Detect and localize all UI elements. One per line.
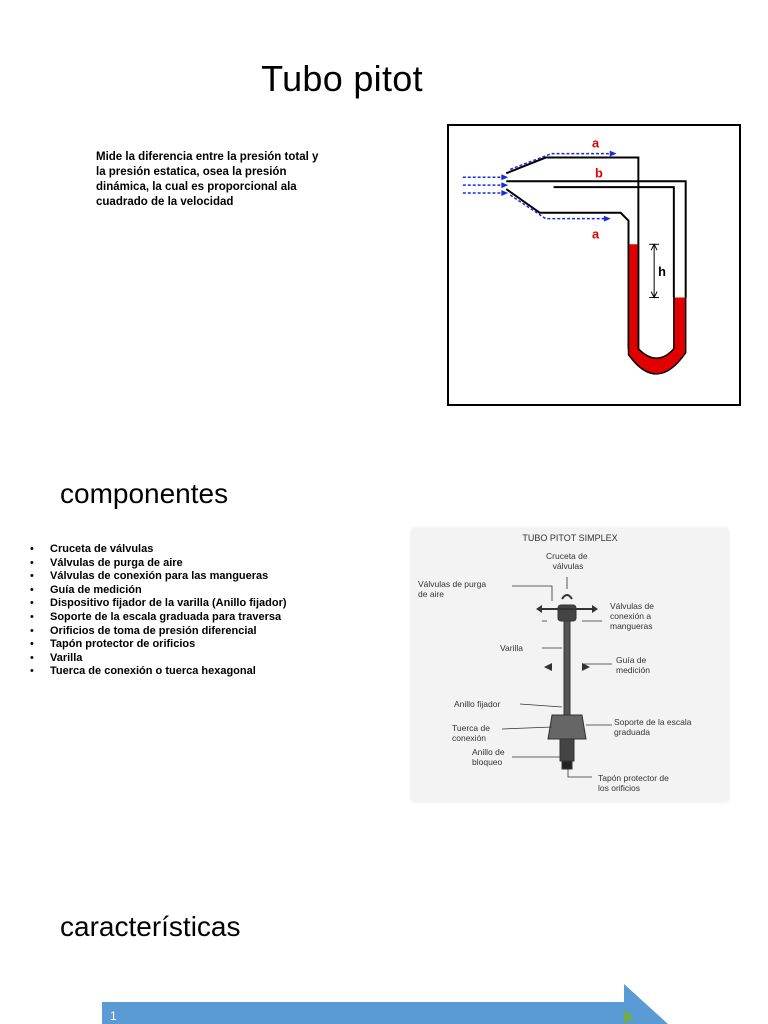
u-tube-liquid (628, 244, 686, 374)
flow-line-top (509, 152, 613, 171)
list-item: Orificios de toma de presión diferencial (30, 625, 287, 639)
pitot-simplex-diagram: TUBO PITOT SIMPLEX Cruceta de válvulas V… (412, 529, 728, 801)
label-anillo-fijador: Anillo fijador (454, 699, 500, 709)
label-b: b (595, 165, 603, 180)
label-purga: Válvulas de purga de aire (418, 579, 488, 599)
arrow-step-number: 1 (110, 1009, 117, 1023)
list-item: Cruceta de válvulas (30, 543, 287, 557)
label-soporte: Soporte de la escala graduada (614, 717, 694, 737)
process-arrow: 1 (102, 984, 668, 1024)
simplex-title: TUBO PITOT SIMPLEX (522, 533, 617, 543)
components-list: Cruceta de válvulas Válvulas de purga de… (30, 543, 287, 679)
list-item: Tapón protector de orificios (30, 638, 287, 652)
page-title: Tubo pitot (261, 58, 423, 99)
list-item: Dispositivo fijador de la varilla (Anill… (30, 597, 287, 611)
list-item: Válvulas de conexión para las mangueras (30, 570, 287, 584)
flow-line-bottom (509, 194, 607, 220)
label-h: h (658, 264, 666, 279)
label-conexion: Válvulas de conexión a mangueras (610, 601, 656, 631)
list-item: Válvulas de purga de aire (30, 557, 287, 571)
list-item: Guía de medición (30, 584, 287, 598)
pitot-outer-tube-lower (505, 188, 630, 349)
label-tapon: Tapón protector de los orificios (598, 773, 671, 793)
caracteristicas-heading: características (60, 911, 241, 942)
u-tube-outline (627, 244, 687, 375)
arrow-step-marker (624, 1010, 634, 1024)
pitot-inner-tube-lower (553, 186, 675, 298)
description-text: Mide la diferencia entre la presión tota… (96, 151, 319, 208)
list-item: Soporte de la escala graduada para trave… (30, 611, 287, 625)
label-tuerca: Tuerca de conexión (452, 723, 492, 743)
label-guia: Guía de medición (616, 655, 650, 675)
list-item: Tuerca de conexión o tuerca hexagonal (30, 665, 287, 679)
label-varilla: Varilla (500, 643, 523, 653)
label-cruceta: Cruceta de válvulas (546, 551, 590, 571)
simplex-rod (563, 618, 571, 716)
label-a-bottom: a (592, 226, 600, 241)
pitot-tube-diagram: a b a h (447, 124, 741, 406)
arrow-shape (102, 984, 668, 1024)
label-bloqueo: Anillo de bloqueo (472, 747, 507, 767)
componentes-heading: componentes (60, 478, 229, 509)
pitot-inner-tube (506, 180, 687, 298)
list-item: Varilla (30, 652, 287, 666)
label-a-top: a (592, 136, 600, 151)
